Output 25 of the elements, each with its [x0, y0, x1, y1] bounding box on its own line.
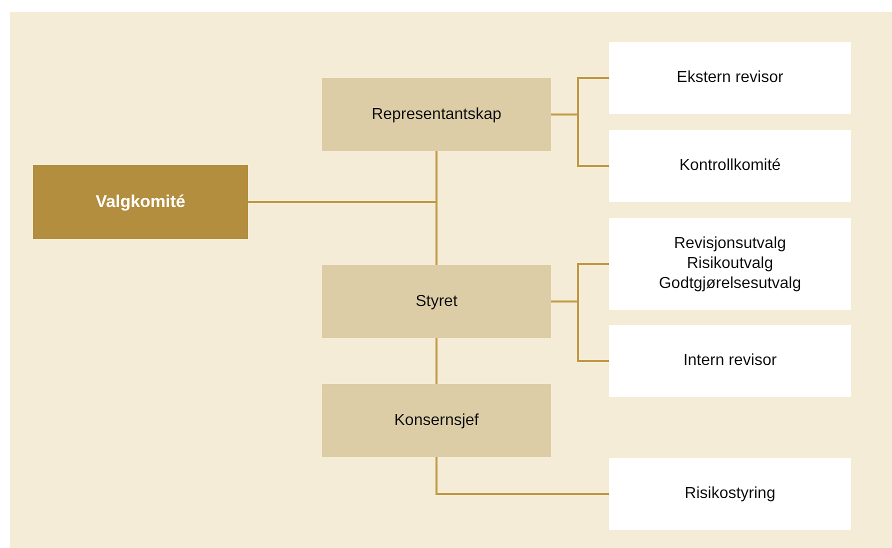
connector-line	[248, 201, 438, 265]
node-label: Valgkomité	[96, 192, 186, 212]
node-label: Risikostyring	[684, 484, 776, 504]
node-label: Intern revisor	[683, 351, 777, 371]
org-box	[322, 384, 551, 457]
connector-line	[436, 457, 609, 495]
node-label: Representantskap	[372, 104, 502, 124]
node-label: Styret	[416, 292, 458, 312]
node-label: Revisjonsutvalg	[674, 234, 786, 254]
node-label: Risikoutvalg	[686, 254, 774, 274]
unit-box	[609, 130, 851, 202]
connector-line	[551, 300, 609, 362]
committee-box	[33, 165, 248, 239]
connector-line	[436, 338, 438, 384]
unit-box	[609, 218, 851, 310]
node-label: Konsernsjef	[394, 410, 479, 430]
unit-box	[609, 458, 851, 530]
node-label: Kontrollkomité	[679, 156, 781, 176]
org-box	[322, 78, 551, 151]
node-label: Godtgjørelsesutvalg	[658, 274, 802, 294]
org-box	[322, 265, 551, 338]
unit-box	[609, 325, 851, 397]
connector-line	[551, 114, 609, 167]
unit-box	[609, 42, 851, 114]
node-label: Ekstern revisor	[676, 68, 784, 88]
